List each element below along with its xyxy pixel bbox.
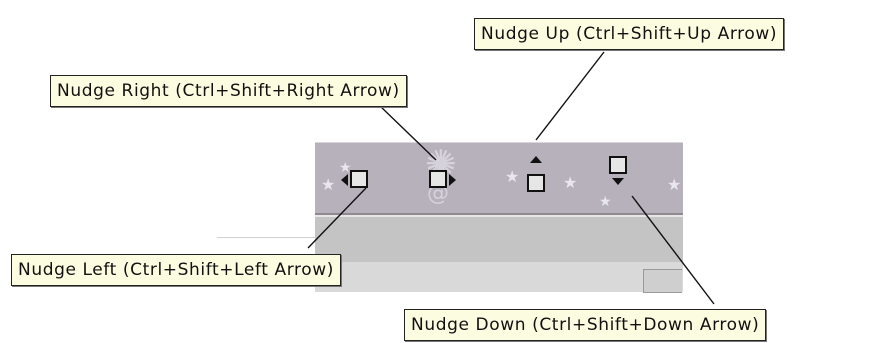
star-decoration-icon: ★	[321, 175, 336, 194]
window-status-strip	[315, 262, 683, 292]
star-decoration-icon: ★	[599, 194, 612, 210]
star-decoration-icon: ★	[667, 175, 682, 194]
arrow-down-icon	[612, 178, 624, 185]
swirl-decoration-icon: @	[427, 181, 449, 206]
arrow-left-icon	[341, 174, 348, 186]
nudge-up-button[interactable]	[514, 152, 558, 196]
callout-nudge-left: Nudge Left (Ctrl+Shift+Left Arrow)	[11, 254, 341, 286]
arrow-right-icon	[449, 174, 456, 186]
callout-nudge-up: Nudge Up (Ctrl+Shift+Up Arrow)	[474, 18, 785, 50]
toolbar-divider	[315, 213, 683, 217]
nudge-up-icon	[527, 174, 545, 192]
nudge-left-button[interactable]	[336, 158, 380, 202]
arrow-up-icon	[530, 156, 542, 163]
nudge-left-icon	[350, 170, 368, 188]
callout-nudge-down: Nudge Down (Ctrl+Shift+Down Arrow)	[404, 309, 767, 341]
nudge-right-button[interactable]	[424, 158, 468, 202]
window-edge-line	[217, 237, 315, 238]
star-decoration-icon: ★	[563, 173, 578, 192]
nudge-down-button[interactable]	[596, 148, 640, 192]
window-scroll-box	[643, 269, 682, 293]
nudge-down-icon	[609, 156, 627, 174]
callout-nudge-right: Nudge Right (Ctrl+Shift+Right Arrow)	[50, 75, 407, 107]
window-chrome-band	[315, 217, 683, 262]
nudge-right-icon	[429, 170, 447, 188]
star-decoration-icon: ★	[339, 160, 352, 176]
leader-line-up	[535, 51, 605, 141]
star-decoration-icon: ★	[505, 167, 520, 186]
